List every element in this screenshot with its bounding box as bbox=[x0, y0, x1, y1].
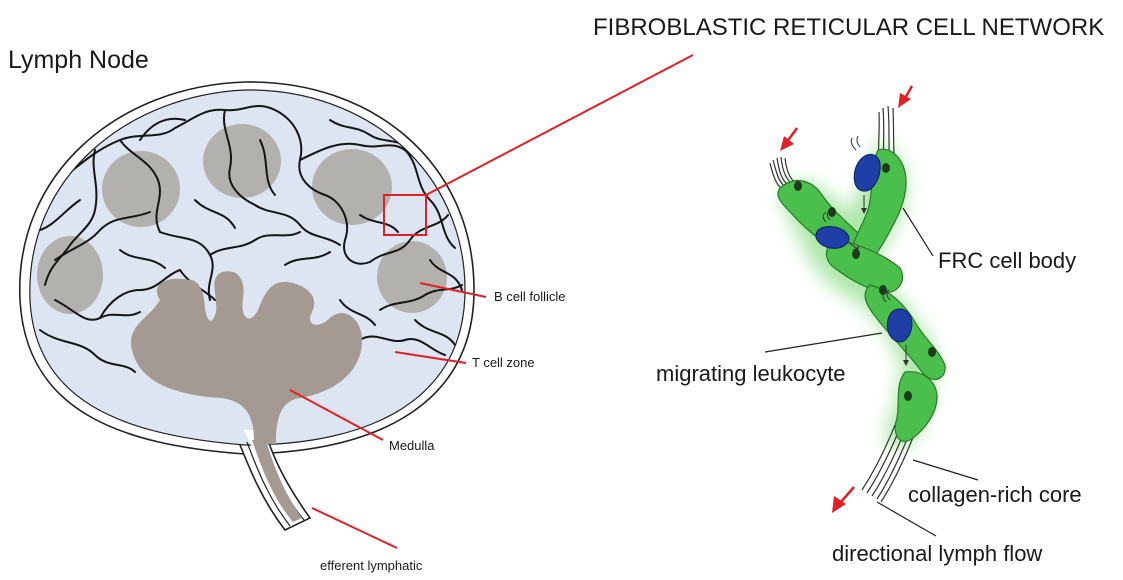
label-b-cell-follicle: B cell follicle bbox=[494, 289, 566, 304]
leukocyte bbox=[887, 309, 912, 342]
leader-frc-cell-body bbox=[903, 208, 933, 256]
label-t-cell-zone: T cell zone bbox=[472, 355, 535, 370]
flow-arrow-out bbox=[840, 487, 854, 503]
label-migrating-leukocyte: migrating leukocyte bbox=[656, 361, 846, 387]
lymph-node-title: Lymph Node bbox=[8, 46, 149, 75]
follicle bbox=[377, 241, 447, 313]
frc-nucleus bbox=[882, 163, 890, 173]
frc-nucleus bbox=[904, 391, 912, 401]
leader-migrating-leukocyte bbox=[765, 333, 882, 352]
frc-network-title: FIBROBLASTIC RETICULAR CELL NETWORK bbox=[593, 14, 1104, 42]
label-efferent-lymphatic: efferent lymphatic bbox=[320, 558, 422, 573]
frc-cell bbox=[895, 372, 937, 442]
label-frc-cell-body: FRC cell body bbox=[938, 248, 1076, 274]
follicle bbox=[37, 236, 103, 314]
label-collagen-core: collagen-rich core bbox=[908, 482, 1082, 508]
label-lymph-flow: directional lymph flow bbox=[832, 541, 1042, 567]
label-medulla: Medulla bbox=[389, 438, 435, 453]
leader-efferent bbox=[312, 508, 397, 548]
zoom-callout-line bbox=[426, 55, 693, 195]
frc-network bbox=[765, 86, 978, 536]
frc-nucleus bbox=[828, 207, 836, 217]
leader-collagen-core bbox=[913, 460, 978, 480]
follicle bbox=[312, 149, 392, 225]
frc-nucleus bbox=[928, 347, 936, 357]
frc-nucleus bbox=[794, 181, 802, 191]
lymph-node bbox=[20, 82, 474, 530]
